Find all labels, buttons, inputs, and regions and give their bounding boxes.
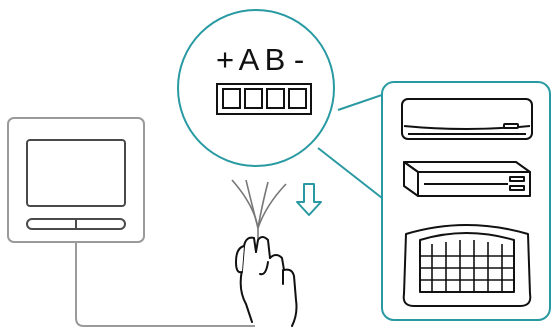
arrow-down-icon <box>296 183 322 216</box>
terminal-label-plus: + <box>216 42 234 77</box>
terminal-block <box>216 83 312 115</box>
terminal-label-b: B <box>265 42 286 77</box>
ducted-ac-icon <box>403 161 531 197</box>
wall-controller-icon <box>7 117 145 243</box>
controller-cable <box>75 242 255 327</box>
terminal-label-a: A <box>239 42 260 77</box>
terminal-block-callout: + A B - <box>177 9 335 167</box>
connector-lines <box>317 94 383 199</box>
cassette-ac-icon <box>402 224 532 307</box>
terminal-label-minus: - <box>294 42 304 77</box>
wall-mounted-ac-icon <box>401 98 533 140</box>
wire-bundle <box>231 179 287 240</box>
hand-holding-wires-icon <box>235 236 298 327</box>
